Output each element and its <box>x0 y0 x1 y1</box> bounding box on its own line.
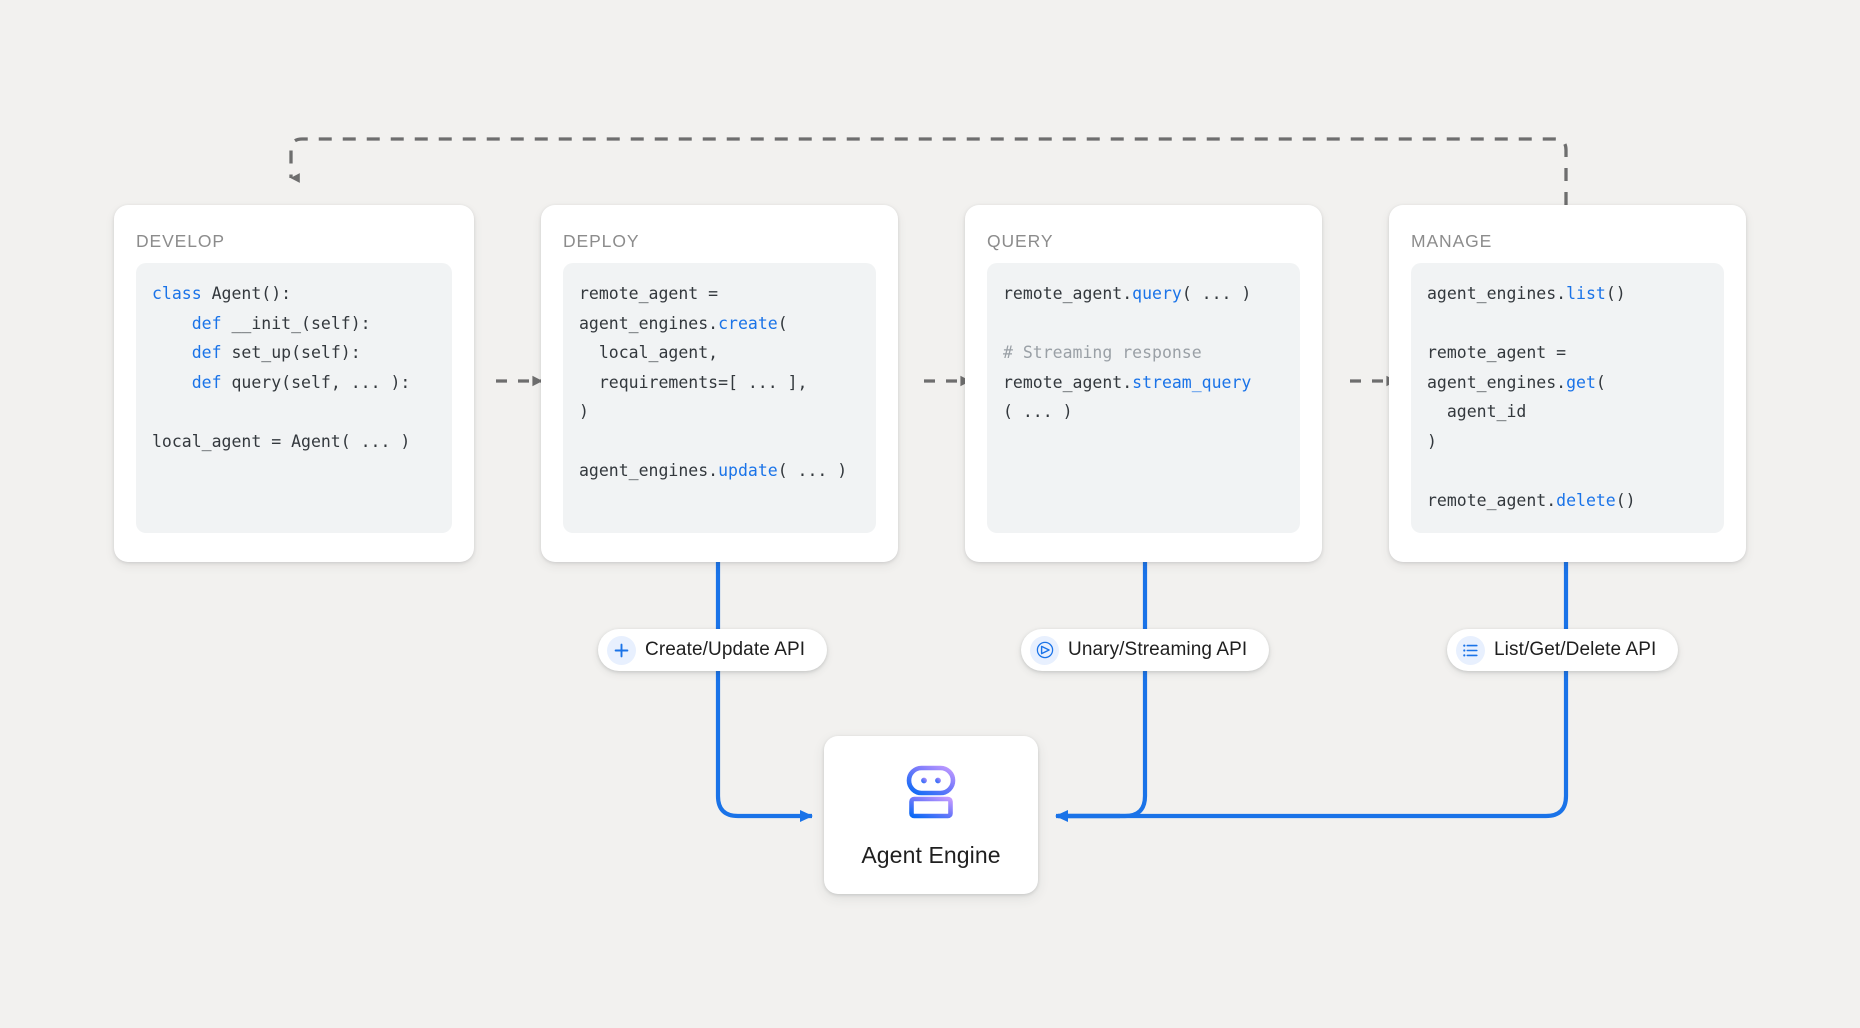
code-line: agent_engines.update( ... ) <box>579 461 848 480</box>
code-line: remote_agent.stream_query <box>1003 372 1252 392</box>
stage-card-query[interactable]: QUERY remote_agent.query( ... ) # Stream… <box>965 205 1322 562</box>
code-line: ) <box>1427 431 1437 451</box>
api-pill-label: Create/Update API <box>645 639 806 660</box>
code-block-query: remote_agent.query( ... ) # Streaming re… <box>987 263 1300 533</box>
code-line: ) <box>579 402 589 421</box>
code-line: ( ... ) <box>1003 402 1073 421</box>
feedback-loop-arrow <box>289 137 1568 205</box>
code-block-develop: class Agent(): def __init_(self): def se… <box>136 263 452 533</box>
agent-engine-node[interactable]: Agent Engine <box>824 736 1038 894</box>
plus-icon <box>607 635 636 665</box>
arrow-query-to-manage <box>1350 375 1397 387</box>
stage-card-deploy[interactable]: DEPLOY remote_agent = agent_engines.crea… <box>541 205 898 562</box>
code-line: remote_agent.delete() <box>1427 490 1636 510</box>
code-line: remote_agent = <box>1427 343 1567 362</box>
agent-engine-label: Agent Engine <box>861 842 1001 868</box>
stage-title-query: QUERY <box>987 231 1054 251</box>
code-line: agent_engines.list() <box>1427 284 1626 303</box>
code-block-deploy: remote_agent = agent_engines.create( loc… <box>563 263 876 533</box>
api-pill-unary-streaming[interactable]: Unary/Streaming API <box>1021 629 1270 671</box>
robot-icon <box>900 761 962 828</box>
code-line: local_agent, <box>579 343 719 362</box>
code-line: agent_id <box>1427 402 1527 421</box>
stage-card-develop[interactable]: DEVELOP class Agent(): def __init_(self)… <box>114 205 474 562</box>
list-icon <box>1456 635 1485 665</box>
code-line: def set_up(self): <box>191 343 361 362</box>
api-pill-create-update[interactable]: Create/Update API <box>598 629 828 671</box>
stage-title-develop: DEVELOP <box>136 231 225 251</box>
stage-title-manage: MANAGE <box>1411 231 1493 251</box>
code-line: # Streaming response <box>1003 343 1202 362</box>
api-pill-list-get-delete[interactable]: List/Get/Delete API <box>1447 629 1679 671</box>
stage-title-deploy: DEPLOY <box>563 231 640 251</box>
code-block-manage: agent_engines.list() remote_agent = agen… <box>1411 263 1724 533</box>
code-line: agent_engines.get( <box>1427 372 1606 392</box>
stage-card-manage[interactable]: MANAGE agent_engines.list() remote_agent… <box>1389 205 1746 562</box>
code-line: def query(self, ... ): <box>191 372 411 392</box>
code-line: local_agent = Agent( ... ) <box>152 431 411 451</box>
arrow-deploy-to-query <box>924 375 971 387</box>
api-pill-label: List/Get/Delete API <box>1494 639 1657 660</box>
code-line: remote_agent.query( ... ) <box>1003 284 1252 303</box>
arrow-develop-to-deploy <box>496 375 543 387</box>
code-line: agent_engines.create( <box>579 313 788 333</box>
send-icon <box>1030 635 1059 665</box>
code-line: def __init_(self): <box>191 313 371 333</box>
api-pill-label: Unary/Streaming API <box>1068 639 1248 660</box>
code-line: class Agent(): <box>152 284 292 303</box>
code-line: requirements=[ ... ], <box>579 372 808 392</box>
code-line: remote_agent = <box>579 284 719 303</box>
